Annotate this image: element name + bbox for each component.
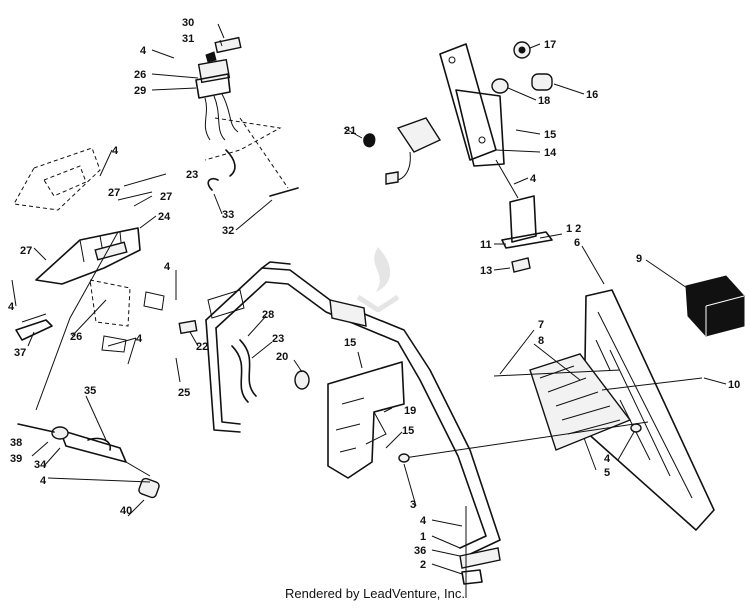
callout-20: 20 xyxy=(276,351,288,363)
callout-23: 23 xyxy=(186,169,198,181)
part-mount-11 xyxy=(495,159,553,249)
callout-9: 9 xyxy=(636,253,642,265)
part-knobs-16-17-18 xyxy=(491,41,553,94)
callout-4: 4 xyxy=(530,173,537,185)
callout-22: 22 xyxy=(196,341,208,353)
callout-17: 17 xyxy=(544,39,556,51)
callout-4: 4 xyxy=(8,301,15,313)
callout-1: 1 xyxy=(420,531,426,543)
callout-2: 2 xyxy=(420,559,426,571)
callout-7: 7 xyxy=(538,319,544,331)
callout-26: 26 xyxy=(134,69,146,81)
part-upper-wiring xyxy=(204,117,299,197)
part-switch-assembly xyxy=(363,117,442,185)
callout-36: 36 xyxy=(414,545,426,557)
part-ignition-module xyxy=(195,36,242,141)
callout-14: 14 xyxy=(544,147,557,159)
part-spring-plates xyxy=(89,279,165,353)
callout-27: 27 xyxy=(160,191,172,203)
callout-35: 35 xyxy=(84,385,96,397)
part-small-clip-22 xyxy=(178,319,198,335)
callout-4: 4 xyxy=(40,475,47,487)
callout-29: 29 xyxy=(134,85,146,97)
callout-33: 33 xyxy=(222,209,234,221)
callout-4: 4 xyxy=(604,453,611,465)
callout-8: 8 xyxy=(538,335,544,347)
callout-4: 4 xyxy=(164,261,171,273)
callout-12: 1 2 xyxy=(566,223,581,235)
callout-31: 31 xyxy=(182,33,194,45)
callout-30: 30 xyxy=(182,17,194,29)
callout-21: 21 xyxy=(344,125,356,137)
callout-40: 40 xyxy=(120,505,132,517)
part-fasteners-right xyxy=(398,369,703,463)
callout-25: 25 xyxy=(178,387,190,399)
part-block-9 xyxy=(685,275,745,337)
callout-4: 4 xyxy=(420,515,427,527)
part-bracket-14 xyxy=(439,43,505,167)
part-mount-bracket-24 xyxy=(35,227,141,285)
part-linkage-35 xyxy=(17,231,151,477)
callout-4: 4 xyxy=(136,333,143,345)
callout-10: 10 xyxy=(728,379,740,391)
leader-lines xyxy=(11,23,727,575)
callout-6: 6 xyxy=(574,237,580,249)
callout-37: 37 xyxy=(14,347,26,359)
callout-15: 15 xyxy=(402,425,414,437)
part-lever-37 xyxy=(15,313,53,341)
flame-logo-icon xyxy=(356,247,400,313)
callout-19: 19 xyxy=(404,405,416,417)
footer-credit: Rendered by LeadVenture, Inc. xyxy=(285,586,465,601)
watermark-logo xyxy=(248,247,508,428)
callout-27: 27 xyxy=(20,245,32,257)
callout-23: 23 xyxy=(272,333,284,345)
part-bottom-brackets xyxy=(459,506,501,598)
callout-39: 39 xyxy=(10,453,22,465)
part-main-tube xyxy=(205,261,501,557)
callout-34: 34 xyxy=(34,459,47,471)
callout-26: 26 xyxy=(70,331,82,343)
part-clip-13 xyxy=(511,257,531,273)
callout-32: 32 xyxy=(222,225,234,237)
callout-15: 15 xyxy=(344,337,356,349)
part-clamp-20 xyxy=(294,370,310,390)
part-mesh-5 xyxy=(529,353,632,451)
part-plate-19 xyxy=(327,361,405,479)
callout-4: 4 xyxy=(140,45,147,57)
part-spacer-40 xyxy=(138,477,160,499)
callout-18: 18 xyxy=(538,95,550,107)
callout-5: 5 xyxy=(604,467,610,479)
part-headlight-lens-dashed xyxy=(13,147,101,211)
callout-labels: 30 31 4 26 29 4 23 27 27 24 33 32 27 4 4… xyxy=(8,17,740,571)
callout-11: 11 xyxy=(480,239,492,251)
callout-3: 3 xyxy=(410,499,416,511)
part-cable-28 xyxy=(231,339,257,403)
callout-4: 4 xyxy=(112,145,119,157)
callout-13: 13 xyxy=(480,265,492,277)
callout-24: 24 xyxy=(158,211,171,223)
callout-27: 27 xyxy=(108,187,120,199)
callout-28: 28 xyxy=(262,309,274,321)
callout-15: 15 xyxy=(544,129,556,141)
callout-38: 38 xyxy=(10,437,22,449)
callout-16: 16 xyxy=(586,89,598,101)
